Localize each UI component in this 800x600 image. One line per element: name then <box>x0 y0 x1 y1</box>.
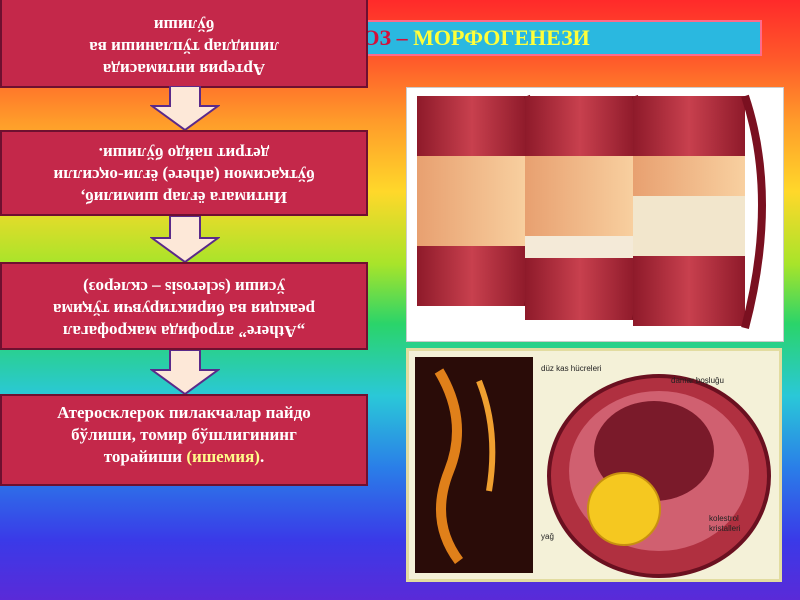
label-lumen: damar boşluğu <box>671 376 724 385</box>
label-cholesterol-1: kolestrol <box>709 514 739 523</box>
step4-line3: торайиши (ишемия). <box>103 447 265 466</box>
down-arrow-icon <box>150 86 220 132</box>
step1-line3: бўлиши <box>153 16 215 35</box>
artery-segment-advanced-plaque <box>633 94 766 330</box>
down-arrow-icon <box>150 350 220 396</box>
down-arrow-icon <box>150 216 220 264</box>
label-smooth-muscle: düz kas hücreleri <box>541 364 602 373</box>
step1-line1: Артерия интимасида <box>102 60 266 79</box>
ischemia-highlight: (ишемия) <box>186 447 260 466</box>
flow-step-3: „Athere” атрофида макрофагал реакция ва … <box>0 262 368 350</box>
step4-line2: бўлиши, томир бўшлигининг <box>71 425 297 444</box>
artery-progression-illustration <box>406 87 784 342</box>
step2-line1: Интимага ёғлар шимилиб, <box>80 188 288 207</box>
artery-cross-section-illustration: düz kas hücreleri damar boşluğu yağ kole… <box>406 348 782 582</box>
step3-line3: ўсиши (sclerosis – склероз) <box>83 278 285 297</box>
step2-line2: бўтқасимон (athere) ёғли-оқсилли <box>53 166 315 185</box>
title-accent: МОРФОГЕНЕЗИ <box>413 25 590 50</box>
artery-segment-normal <box>417 94 545 307</box>
step3-line1: „Athere” атрофида макрофагал <box>62 322 306 341</box>
flow-step-1: Артерия интимасида липидлар тўпланиши ва… <box>0 0 368 88</box>
label-fat: yağ <box>541 532 554 541</box>
step2-line3: детрит пайдо бўлиши. <box>98 144 270 163</box>
step1-line2: липидлар тўпланиши ва <box>89 38 279 57</box>
step4-line1: Атеросклерок пилакчалар пайдо <box>57 403 311 422</box>
step3-line2: реакция ва бириктирувчи тўқима <box>52 300 316 319</box>
flow-step-4: Атеросклерок пилакчалар пайдо бўлиши, то… <box>0 394 368 486</box>
flow-step-2: Интимага ёғлар шимилиб, бўтқасимон (athe… <box>0 130 368 216</box>
artery-segment-early-plaque <box>525 95 652 321</box>
label-cholesterol-2: kristalleri <box>709 524 741 533</box>
